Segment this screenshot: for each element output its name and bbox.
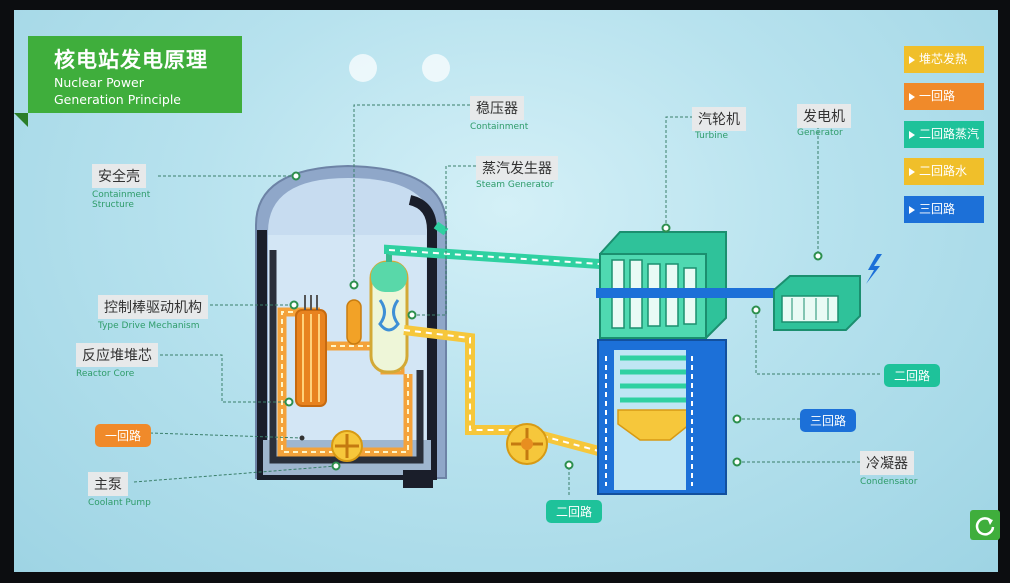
title-chinese: 核电站发电原理 xyxy=(54,48,208,72)
label-condenser: 冷凝器 xyxy=(860,451,914,475)
reset-icon xyxy=(975,517,995,536)
label-generator: 发电机 xyxy=(797,104,851,128)
lightning-icon xyxy=(866,254,882,284)
sublabel-turbine: Turbine xyxy=(695,131,728,141)
turbine-shaft xyxy=(596,288,792,298)
label-turbine: 汽轮机 xyxy=(692,107,746,131)
label-tertiary-loop: 三回路 xyxy=(800,409,857,432)
title-ribbon-tail xyxy=(14,113,28,127)
legend-label: 一回路 xyxy=(919,89,956,103)
label-reactor-core: 反应堆堆芯 xyxy=(76,343,158,367)
legend-label: 二回路水 xyxy=(919,164,968,178)
title-english: Nuclear Power Generation Principle xyxy=(54,74,181,108)
label-steam-generator: 蒸汽发生器 xyxy=(476,156,558,180)
legend-label: 堆芯发热 xyxy=(919,52,968,66)
title-english-line1: Nuclear Power xyxy=(54,75,144,90)
label-primary-loop: 一回路 xyxy=(95,424,152,447)
legend-arrow-icon xyxy=(909,131,915,139)
sublabel-containment-structure: Containment Structure xyxy=(92,190,150,210)
label-containment-structure: 安全壳 xyxy=(92,164,146,188)
legend-arrow-icon xyxy=(909,56,915,64)
sublabel-reactor-core: Reactor Core xyxy=(76,369,135,379)
title-panel xyxy=(28,36,242,113)
sublabel-pressurizer: Containment xyxy=(470,122,529,132)
title-english-line2: Generation Principle xyxy=(54,92,182,107)
legend-arrow-icon xyxy=(909,206,915,214)
label-coolant-pump: 主泵 xyxy=(88,472,128,496)
legend-core-heat[interactable]: 堆芯发热 xyxy=(904,46,984,73)
sublabel-line: Containment xyxy=(92,190,151,200)
sublabel-steam-generator: Steam Generator xyxy=(476,180,554,190)
legend-arrow-icon xyxy=(909,168,915,176)
light-spot xyxy=(422,54,450,82)
label-secondary-loop-right: 二回路 xyxy=(884,364,941,387)
sublabel-line: Structure xyxy=(92,200,134,210)
label-drive-mechanism: 控制棒驱动机构 xyxy=(98,295,208,319)
legend-arrow-icon xyxy=(909,93,915,101)
legend-secondary-water[interactable]: 二回路水 xyxy=(904,158,984,185)
sublabel-coolant-pump: Coolant Pump xyxy=(88,498,151,508)
label-secondary-loop-bottom: 二回路 xyxy=(546,500,603,523)
reset-button[interactable] xyxy=(970,510,1000,540)
label-pressurizer: 稳压器 xyxy=(470,96,524,120)
legend-label: 三回路 xyxy=(919,202,956,216)
containment-inner xyxy=(257,195,437,480)
sublabel-drive-mechanism: Type Drive Mechanism xyxy=(98,321,200,331)
legend-tertiary-loop[interactable]: 三回路 xyxy=(904,196,984,223)
sublabel-generator: Generator xyxy=(797,128,843,138)
light-spot xyxy=(349,54,377,82)
legend-label: 二回路蒸汽 xyxy=(919,127,980,141)
legend-secondary-steam[interactable]: 二回路蒸汽 xyxy=(904,121,984,148)
pressurizer-vessel xyxy=(346,299,362,345)
sublabel-condenser: Condensator xyxy=(860,477,918,487)
legend-primary-loop[interactable]: 一回路 xyxy=(904,83,984,110)
